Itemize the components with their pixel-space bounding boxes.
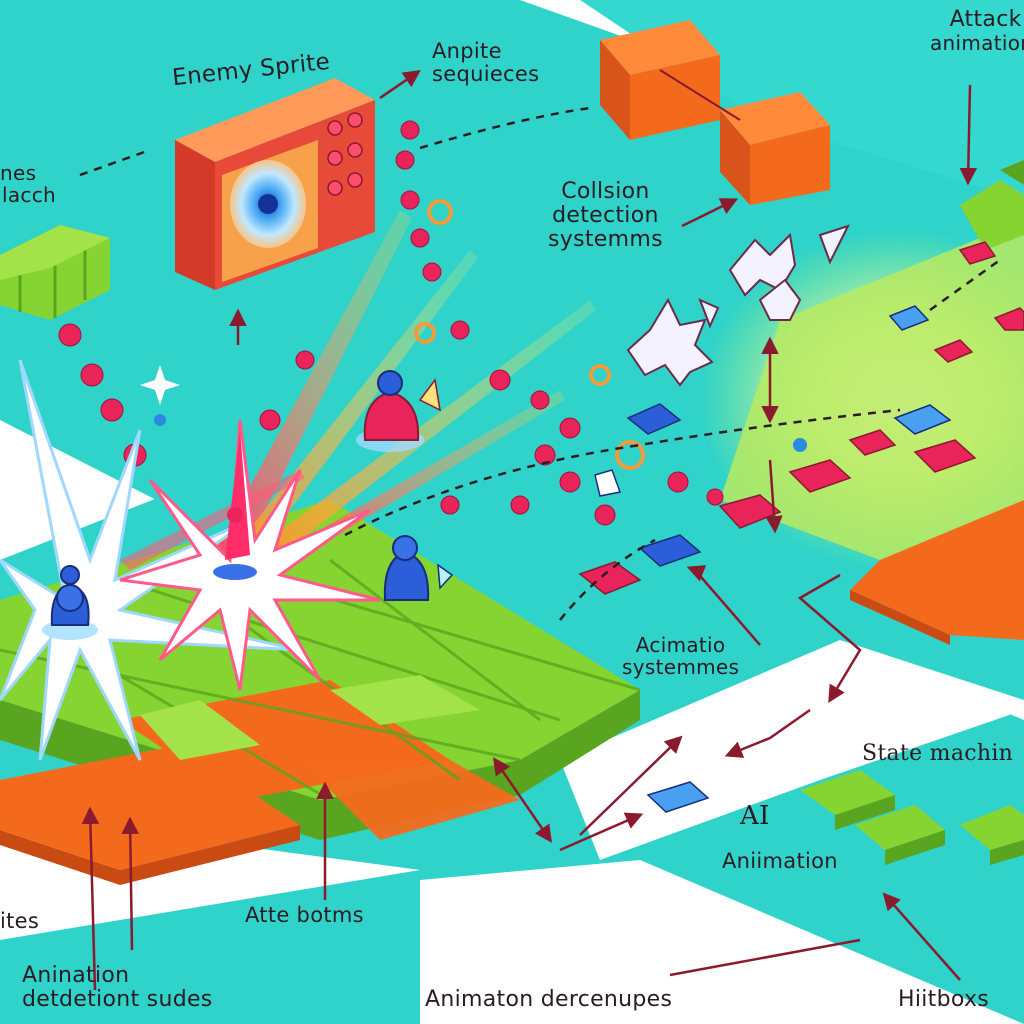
label-attack-animation: Attack animation [930,7,1024,56]
orange-rings [414,199,645,470]
annotation-arrows [81,70,978,991]
label-ai: AI [740,801,770,831]
label-state-machine: State machin [862,741,1014,766]
label-attack-animation-line2: animation [930,31,1024,56]
label-atte-botms: Atte botms [245,903,364,927]
state-machine-blocks [800,770,1024,865]
projectile-dots [58,120,724,526]
blue-dots [154,414,807,452]
character-blue-right [383,535,454,601]
left-block-row [0,225,110,320]
label-collision-line2: detection [552,203,659,229]
sparkle [140,365,180,405]
label-left-edge: nes lacch [0,162,56,206]
label-hiitboxs: Hiitboxs [898,987,990,1012]
character-blue-left [42,565,98,640]
character-red [356,370,441,452]
orange-cube-2 [720,92,830,205]
label-anination-detdetiont: Anination detdetiont sudes [22,963,213,1013]
label-ites: ites [0,909,40,933]
label-left-edge-line1: nes [0,161,37,185]
orange-cube-1 [600,20,720,140]
label-anination-line2: detdetiont sudes [22,987,213,1013]
label-left-edge-line2: lacch [2,183,56,207]
explosion-left [0,359,301,761]
label-acimatio-line2: systemmes [622,655,740,679]
label-collision-line3: systemms [548,227,663,253]
attack-blocks [960,160,1024,250]
label-acimatio-systemmes: Acimatio systemmes [622,634,739,678]
label-collision-line1: Collsion [561,179,650,204]
dashed-connectors [79,106,1001,621]
label-anpite-sequences: Anpite sequieces [432,39,540,87]
label-aniimation: Aniimation [722,849,838,873]
explosion-center [119,419,381,691]
label-attack-animation-line1: Attack [949,7,1022,32]
spiky-crystals [626,224,850,387]
enemy-sprite-device [175,78,375,290]
label-anpite-sequences-line1: Anpite sequieces [432,39,562,87]
character-center [213,507,257,580]
label-collision-detection: Collsion detection systemms [548,179,663,253]
floating-tiles [578,241,1024,813]
label-acimatio-line1: Acimatio [635,633,726,657]
label-animation-dercenupes: Animaton dercenupes [425,987,673,1012]
label-anination-line1: Anination [22,963,130,988]
